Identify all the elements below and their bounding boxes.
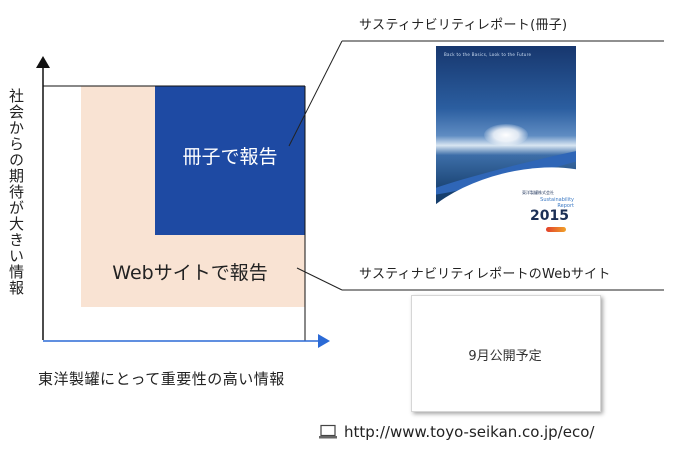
cover-year: 2015 [530,208,569,224]
y-axis-label: 社会からの期待が大きい情報 [7,88,25,296]
web-report-label: Webサイトで報告 [112,262,268,284]
book-report-title: サスティナビリティレポート(冊子) [359,18,568,33]
website-placeholder-text: 9月公開予定 [468,349,542,364]
cover-title: Sustainability Report [540,197,574,209]
computer-icon [318,424,338,440]
cover-tagline: Back to the Basics, Look to the Future [444,52,532,57]
report-cover-image: Back to the Basics, Look to the Future 東… [436,46,576,241]
x-axis-arrow [318,334,330,348]
cover-sun [484,124,528,146]
web-callout-leader [296,267,343,291]
x-axis-label: 東洋製罐にとって重要性の高い情報 [38,370,285,388]
url-row[interactable]: http://www.toyo-seikan.co.jp/eco/ [318,423,594,441]
cover-logo [546,227,566,232]
website-placeholder-box [411,295,601,412]
book-callout-leader [288,40,343,147]
book-report-region [155,86,305,235]
book-report-label: 冊子で報告 [182,146,278,168]
web-report-title: サスティナビリティレポートのWebサイト [359,267,611,282]
y-axis-arrow [36,56,50,68]
url-link[interactable]: http://www.toyo-seikan.co.jp/eco/ [344,423,595,441]
cover-company: 東洋製罐株式会社 [522,190,554,195]
